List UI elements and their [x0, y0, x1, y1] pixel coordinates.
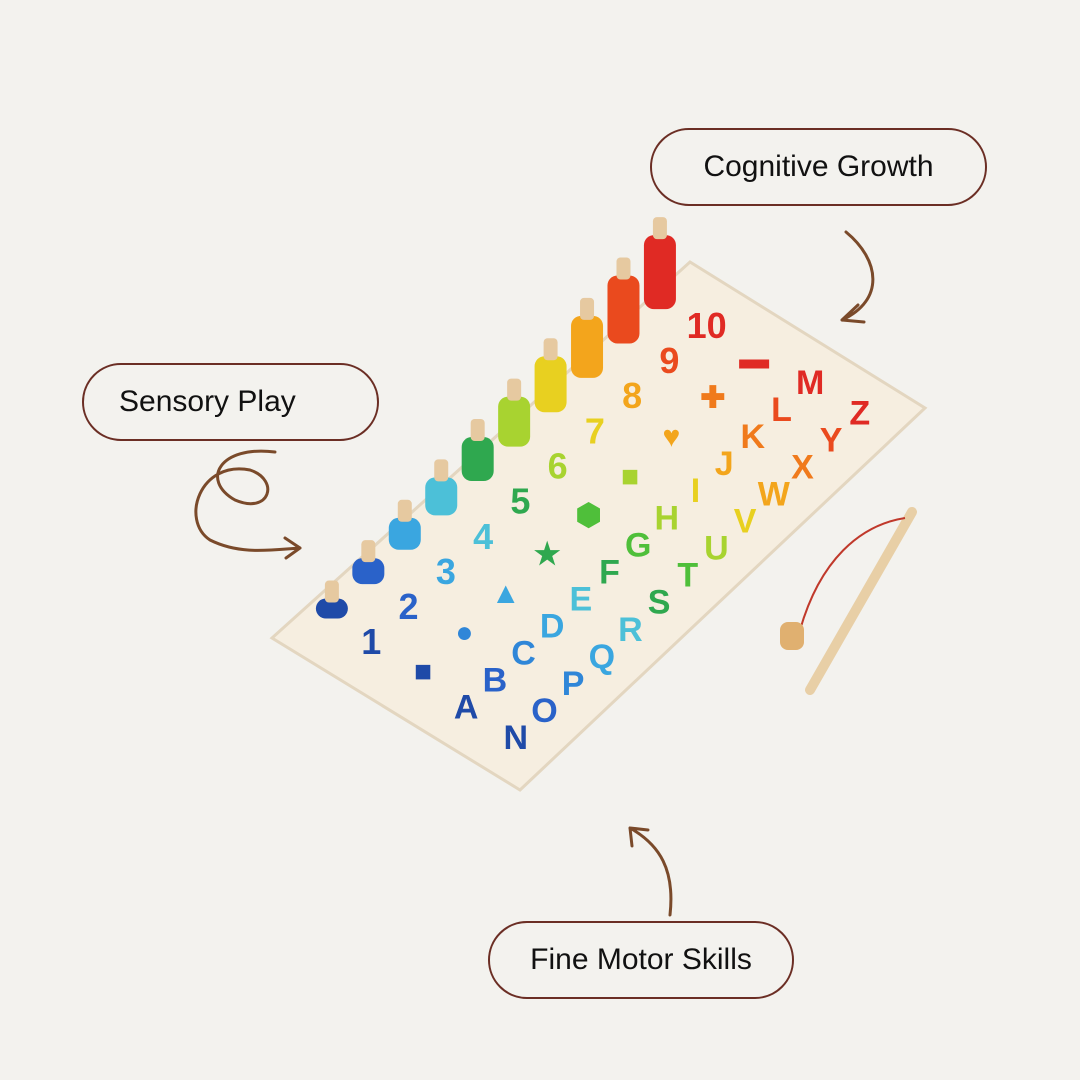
board-letter: D	[540, 607, 565, 645]
board-letter: E	[570, 580, 593, 618]
board-letter: R	[618, 611, 643, 649]
board-number: 2	[399, 586, 419, 627]
counting-rings	[498, 396, 531, 447]
board-letter: G	[625, 526, 651, 564]
board-letter: O	[531, 692, 557, 730]
board-shape: ★	[534, 538, 561, 571]
board-number: 3	[436, 551, 456, 592]
wooden-peg	[324, 580, 339, 603]
wooden-peg	[434, 459, 449, 482]
board-shape: ▲	[491, 577, 521, 610]
counting-rings	[571, 315, 604, 378]
board-letter: N	[504, 719, 529, 757]
board-shape: ♥	[662, 421, 680, 454]
board-letter: A	[454, 689, 479, 727]
wooden-peg	[361, 540, 376, 563]
board-letter: T	[677, 557, 698, 595]
counting-rings	[425, 477, 458, 516]
board-letter: W	[758, 476, 791, 514]
board-letter: H	[655, 499, 680, 537]
wooden-peg	[652, 217, 667, 240]
board-letter: M	[796, 364, 824, 402]
board-shape: ▬	[739, 343, 769, 376]
label-text: Sensory Play	[119, 385, 296, 418]
wooden-peg	[543, 338, 558, 361]
counting-rings	[352, 558, 385, 585]
board-letter: V	[734, 503, 757, 541]
board-letter: Q	[589, 638, 615, 676]
counting-rings	[461, 437, 494, 482]
board-number: 8	[622, 375, 642, 416]
board-letter: Y	[820, 422, 843, 460]
board-number: 5	[510, 481, 530, 522]
board-letter: X	[791, 449, 814, 487]
board-letter: J	[715, 445, 734, 483]
wooden-peg	[397, 499, 412, 522]
board-shape: ■	[621, 460, 639, 493]
board-letter: I	[691, 472, 700, 510]
board-shape: ●	[455, 616, 473, 649]
board-number: 10	[687, 305, 727, 346]
label-sensory-play: Sensory Play	[82, 363, 379, 441]
board-shape: ⬢	[575, 499, 601, 532]
label-text: Fine Motor Skills	[530, 943, 752, 976]
fishing-rod	[780, 507, 917, 695]
board-number: 4	[473, 516, 493, 557]
wooden-peg	[507, 378, 522, 401]
label-text: Cognitive Growth	[703, 150, 934, 183]
board-letter: L	[771, 391, 792, 429]
counting-rings	[315, 598, 348, 619]
board-letter: C	[511, 634, 536, 672]
arrow-cognitive	[840, 230, 875, 324]
board-number: 9	[659, 340, 679, 381]
board-letter: U	[704, 530, 729, 568]
wooden-peg	[470, 419, 485, 442]
arrow-fine-motor	[628, 826, 673, 917]
wooden-peg	[580, 297, 595, 320]
label-fine-motor-skills: Fine Motor Skills	[488, 921, 794, 999]
board-shape: ■	[414, 655, 432, 688]
board-number: 6	[548, 445, 568, 486]
counting-rings	[534, 356, 567, 413]
wooden-peg	[616, 257, 631, 280]
board-letter: F	[599, 553, 620, 591]
arrows	[194, 230, 875, 917]
board-shape: ✚	[700, 382, 725, 415]
board-number: 7	[585, 410, 605, 451]
board-letter: B	[483, 661, 508, 699]
counting-rings	[388, 517, 421, 550]
board-letter: P	[562, 665, 585, 703]
board-letter: Z	[849, 395, 870, 433]
arrow-sensory	[194, 449, 302, 560]
board-letter: S	[648, 584, 671, 622]
counting-rings	[643, 235, 676, 310]
label-cognitive-growth: Cognitive Growth	[650, 128, 987, 206]
board-number: 1	[361, 621, 381, 662]
wooden-board	[269, 260, 928, 792]
counting-rings	[607, 275, 640, 344]
board-letter: K	[741, 418, 766, 456]
